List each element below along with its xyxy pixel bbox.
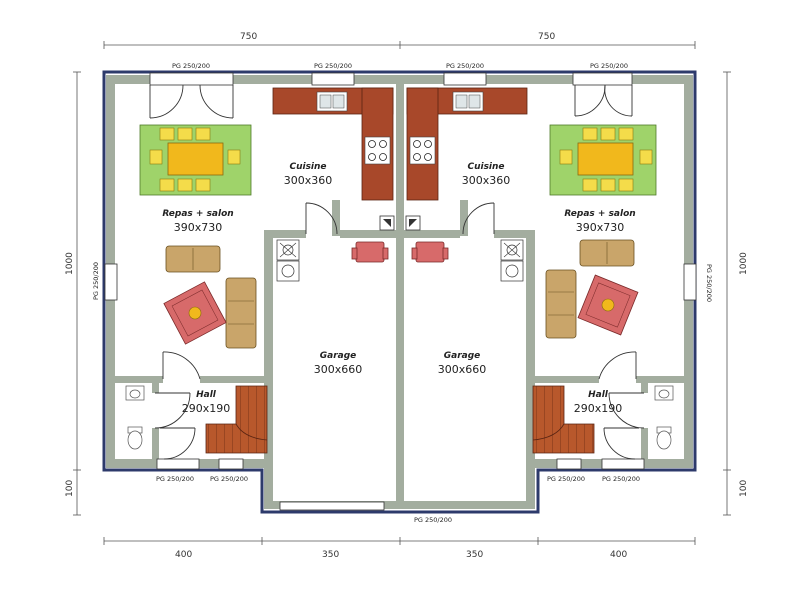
window-labels: PG 250/200 PG 250/200 PG 250/200 PG 250/… bbox=[92, 62, 713, 524]
dim-bottom-3: 350 bbox=[466, 550, 483, 560]
window-label-top-3: PG 250/200 bbox=[446, 62, 484, 70]
dining-left bbox=[139, 124, 252, 196]
dim-bottom-1: 400 bbox=[175, 550, 192, 560]
dim-bottom-2: 350 bbox=[322, 550, 339, 560]
windows bbox=[104, 72, 697, 511]
dim-right-main: 1000 bbox=[739, 252, 749, 275]
living-right bbox=[545, 239, 639, 339]
room-name-left-kitchen: Cuisine bbox=[289, 162, 326, 172]
window-label-top-2: PG 250/200 bbox=[314, 62, 352, 70]
dining-right bbox=[549, 124, 657, 196]
wc-left bbox=[125, 385, 145, 450]
window-label-right: PG 250/200 bbox=[705, 264, 713, 302]
room-name-right-kitchen: Cuisine bbox=[467, 162, 504, 172]
coffee-table bbox=[188, 306, 202, 320]
living-left bbox=[163, 245, 257, 349]
room-size-left-kitchen: 300x360 bbox=[284, 174, 333, 187]
window-label-bottom-1: PG 250/200 bbox=[156, 475, 194, 483]
coffee-table bbox=[601, 298, 615, 312]
window-label-top-4: PG 250/200 bbox=[590, 62, 628, 70]
window-label-left: PG 250/200 bbox=[92, 262, 100, 300]
room-name-left-hall: Hall bbox=[196, 390, 217, 400]
window-label-top-1: PG 250/200 bbox=[172, 62, 210, 70]
toilet-icon bbox=[127, 430, 143, 450]
washer-icon bbox=[500, 260, 524, 282]
sofa bbox=[545, 269, 577, 339]
dining-table bbox=[577, 142, 634, 176]
dim-left-small: 100 bbox=[65, 480, 75, 497]
dim-bottom-4: 400 bbox=[610, 550, 627, 560]
room-name-left-living: Repas + salon bbox=[162, 209, 233, 219]
window-label-bottom-4: PG 250/200 bbox=[602, 475, 640, 483]
stools bbox=[351, 241, 449, 263]
window-label-bottom-2: PG 250/200 bbox=[210, 475, 248, 483]
cooktop-icon bbox=[409, 136, 436, 165]
dim-right-small: 100 bbox=[739, 480, 749, 497]
washer-icon bbox=[276, 260, 300, 282]
room-labels: Cuisine 300x360 Repas + salon 390x730 Ga… bbox=[162, 162, 635, 415]
room-size-right-garage: 300x660 bbox=[438, 363, 487, 376]
dimension-bottom: 400 350 350 400 bbox=[103, 537, 696, 560]
cooktop-icon bbox=[364, 136, 391, 165]
room-size-left-garage: 300x660 bbox=[314, 363, 363, 376]
dim-left-main: 1000 bbox=[65, 252, 75, 275]
stairs-left bbox=[205, 385, 268, 454]
room-size-right-hall: 290x190 bbox=[574, 402, 623, 415]
stairs-right bbox=[532, 385, 595, 454]
window-label-bottom-3: PG 250/200 bbox=[547, 475, 585, 483]
room-name-right-garage: Garage bbox=[444, 351, 481, 361]
kitchen-right bbox=[406, 87, 528, 201]
dimension-top: 750 750 bbox=[103, 32, 696, 49]
kitchen-left bbox=[272, 87, 394, 201]
dimension-right: 1000 100 bbox=[723, 71, 749, 516]
duct-icons bbox=[379, 215, 421, 231]
dining-table bbox=[167, 142, 224, 176]
window-label-garage: PG 250/200 bbox=[414, 516, 452, 524]
room-size-right-living: 390x730 bbox=[576, 221, 625, 234]
room-size-right-kitchen: 300x360 bbox=[462, 174, 511, 187]
room-size-left-hall: 290x190 bbox=[182, 402, 231, 415]
dim-top-left: 750 bbox=[240, 32, 257, 42]
toilet-icon bbox=[656, 430, 672, 450]
room-size-left-living: 390x730 bbox=[174, 221, 223, 234]
room-name-right-hall: Hall bbox=[588, 390, 609, 400]
dimension-left: 1000 100 bbox=[65, 71, 81, 516]
room-name-right-living: Repas + salon bbox=[564, 209, 635, 219]
doors bbox=[149, 84, 645, 460]
garage-appliances bbox=[276, 239, 524, 282]
sofa bbox=[225, 277, 257, 349]
dim-top-right: 750 bbox=[538, 32, 555, 42]
wc-right bbox=[654, 385, 674, 450]
room-name-left-garage: Garage bbox=[320, 351, 357, 361]
